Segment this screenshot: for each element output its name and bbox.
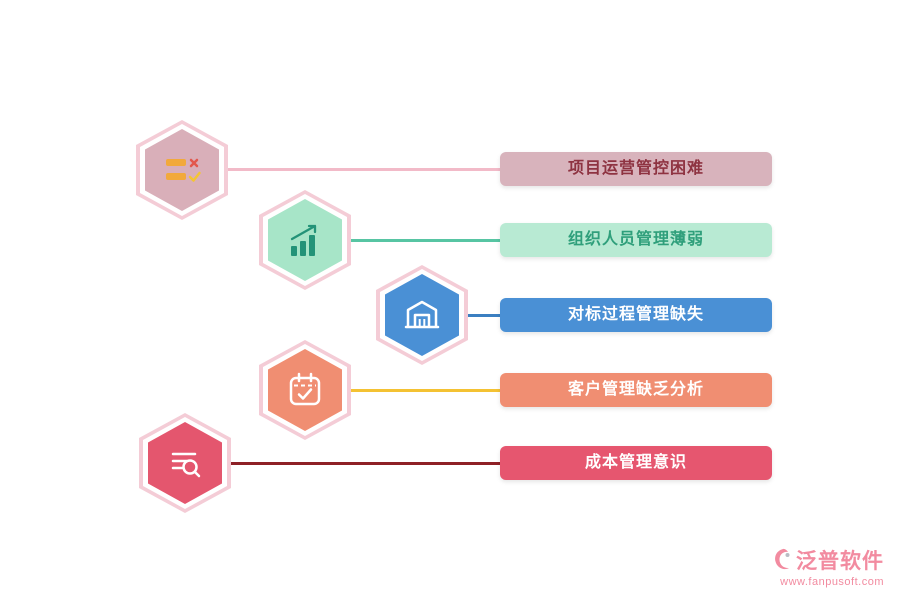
- label-pill: 对标过程管理缺失: [500, 298, 772, 332]
- calendar-icon: [283, 368, 327, 412]
- label-pill: 客户管理缺乏分析: [500, 373, 772, 407]
- connector-line: [227, 462, 505, 465]
- fanpu-logo-icon: [772, 548, 792, 572]
- search-list-icon: [163, 441, 207, 485]
- building-icon: [400, 293, 444, 337]
- connector-line: [224, 168, 505, 171]
- label-pill: 组织人员管理薄弱: [500, 223, 772, 257]
- hexagon-badge: [136, 120, 228, 220]
- label-pill: 成本管理意识: [500, 446, 772, 480]
- brand-watermark: 泛普软件 www.fanpusoft.com: [772, 545, 884, 588]
- hexagon-badge: [259, 190, 351, 290]
- brand-name: 泛普软件: [796, 550, 884, 573]
- growth-chart-icon: [283, 218, 327, 262]
- hexagon-badge: [139, 413, 231, 513]
- label-pill: 项目运营管控困难: [500, 152, 772, 186]
- checklist-icon: [160, 148, 204, 192]
- hexagon-badge: [376, 265, 468, 365]
- connector-line: [464, 314, 505, 317]
- connector-line: [347, 239, 505, 242]
- brand-website: www.fanpusoft.com: [780, 576, 884, 588]
- hexagon-badge: [259, 340, 351, 440]
- connector-line: [347, 389, 505, 392]
